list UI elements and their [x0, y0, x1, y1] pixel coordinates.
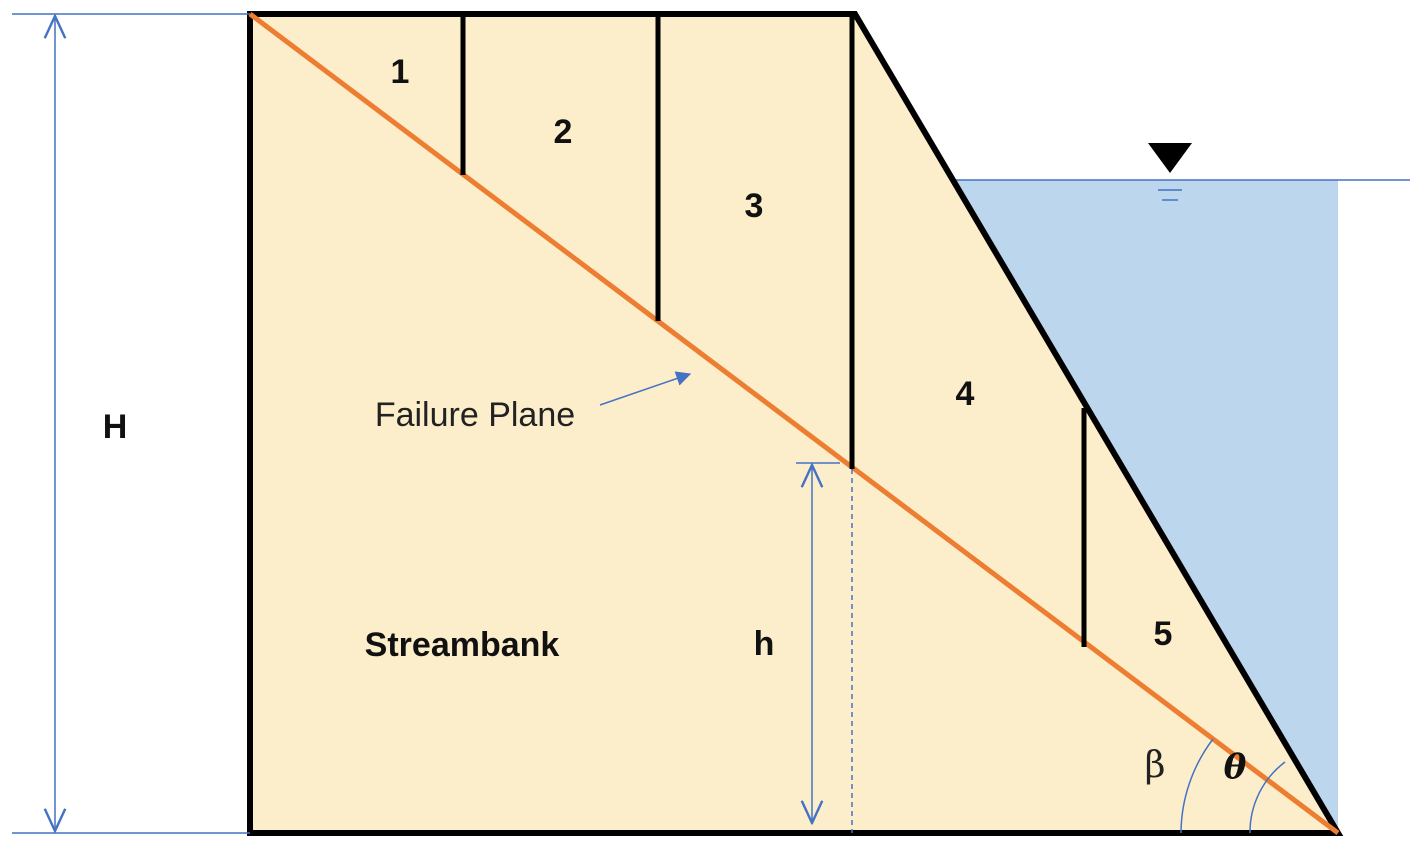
water-level-triangle-icon	[1148, 143, 1192, 201]
failure-plane-line	[248, 12, 1340, 835]
total-height-label: H	[103, 408, 128, 446]
theta-label: θ	[1224, 747, 1247, 787]
total-height-dimension	[12, 13, 250, 834]
failure-plane-label: Failure Plane	[375, 396, 575, 434]
slice-label-5: 5	[1154, 615, 1173, 653]
beta-label: β	[1145, 745, 1166, 786]
theta-angle-arc	[1249, 761, 1286, 834]
slice-label-2: 2	[554, 113, 573, 151]
streambank-label: Streambank	[365, 626, 560, 664]
slice-label-1: 1	[391, 53, 410, 91]
beta-angle-arc	[1180, 738, 1214, 834]
slice-label-3: 3	[745, 187, 764, 225]
crack-height-label: h	[754, 625, 775, 663]
slice-label-4: 4	[956, 375, 975, 413]
crack-height-dimension	[796, 462, 840, 823]
failure-plane-pointer-arrow	[599, 371, 692, 406]
